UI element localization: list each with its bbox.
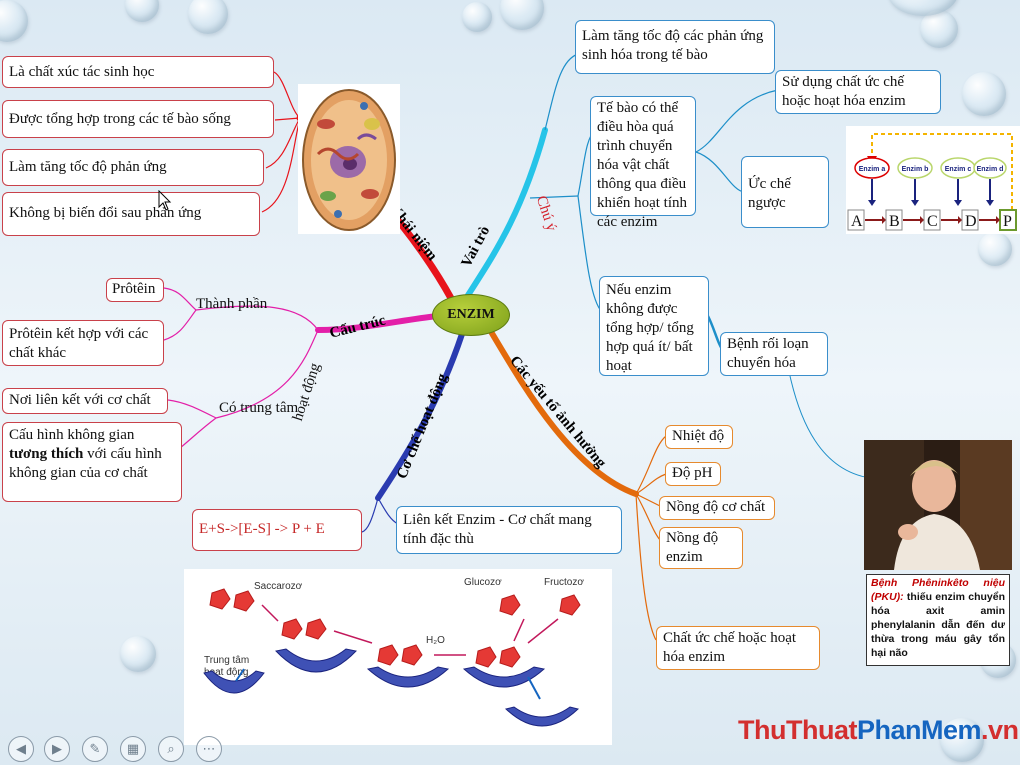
- cau-truc-noi-lien-ket: Nơi liên kết với cơ chất: [2, 388, 168, 414]
- chu-y-benh-cause: Nếu enzim không được tổng hợp/ tổng hợp …: [599, 276, 709, 376]
- feedback-enzyme-label: Enzim a: [859, 166, 886, 173]
- yeu-to-item: Nồng độ cơ chất: [659, 496, 775, 520]
- chu-y-dieu-hoa: Tế bào có thể điều hòa quá trình chuyển …: [590, 96, 696, 230]
- yeu-to-item: Chất ức chế hoặc hoạt hóa enzim: [656, 626, 820, 670]
- decor-bubble: [920, 10, 958, 48]
- watermark-logo: ThuThuatPhanMem.vn: [738, 715, 1019, 745]
- feedback-enzyme-label: Enzim d: [977, 166, 1004, 173]
- feedback-enzyme-label: Enzim b: [902, 166, 929, 173]
- reaction-label: H₂O: [426, 635, 445, 646]
- chu-y-uc-che-nguoc: Ức chế ngược: [741, 156, 829, 228]
- branch-co-che: [375, 331, 465, 501]
- reaction-label: Glucozơ: [464, 577, 502, 588]
- khai-niem-item: Được tổng hợp trong các tế bào sống: [2, 100, 274, 138]
- cau-truc-thanh-phan: Thành phần: [196, 296, 268, 312]
- feedback-enzyme-label: Enzim c: [945, 166, 972, 173]
- branch-yeu-to: [487, 327, 639, 497]
- feedback-substrate-label: P: [1003, 213, 1012, 230]
- decor-bubble: [978, 232, 1012, 266]
- co-che-equation: E+S->[E-S] -> P + E: [192, 509, 362, 551]
- mouse-cursor-icon: [158, 190, 172, 211]
- decor-bubble: [188, 0, 228, 34]
- decor-bubble: [462, 2, 492, 32]
- center-node: ENZIM: [432, 294, 510, 336]
- cau-truc-trung-tam: Có trung tâm: [219, 400, 299, 416]
- feedback-substrate-label: D: [965, 213, 977, 230]
- animal-cell-illustration: [298, 84, 400, 234]
- previous-slide-icon[interactable]: ◀: [8, 736, 34, 762]
- next-slide-icon[interactable]: ▶: [44, 736, 70, 762]
- branch-cau-truc: [315, 313, 441, 333]
- decor-bubble: [962, 72, 1006, 116]
- feedback-substrate-label: B: [889, 213, 900, 230]
- enzyme-reaction-diagram: Saccarozơ Glucozơ Fructozơ H₂O Trung tâm…: [184, 569, 612, 745]
- khai-niem-item: Làm tăng tốc độ phản ứng: [2, 149, 264, 186]
- decor-bubble: [125, 0, 159, 22]
- reaction-label: Saccarozơ: [254, 581, 303, 592]
- cau-truc-protein: Prôtêin: [106, 278, 164, 302]
- chu-y-uc-che-chat: Sử dụng chất ức chế hoặc hoạt hóa enzim: [775, 70, 941, 114]
- reaction-label: Trung tâm: [204, 655, 249, 666]
- yeu-to-item: Độ pH: [665, 462, 721, 486]
- feedback-substrate-label: A: [851, 213, 863, 230]
- decor-bubble: [120, 636, 156, 672]
- vai-tro-item: Làm tăng tốc độ các phản ứng sinh hóa tr…: [575, 20, 775, 74]
- decor-bubble: [940, 718, 984, 762]
- co-che-lien-ket: Liên kết Enzim - Cơ chất mang tính đặc t…: [396, 506, 622, 554]
- pku-patient-photo: [864, 440, 1012, 570]
- zoom-icon[interactable]: ⌕: [158, 736, 184, 762]
- slide-grid-icon[interactable]: ▦: [120, 736, 146, 762]
- khai-niem-item: Không bị biến đổi sau phản ứng: [2, 192, 260, 236]
- chu-y-benh: Bệnh rối loạn chuyển hóa: [720, 332, 828, 376]
- yeu-to-item: Nồng độ enzim: [659, 527, 743, 569]
- pku-caption: Bệnh Phêninkêto niệu (PKU): thiếu enzim …: [866, 574, 1010, 666]
- feedback-substrate-label: C: [927, 213, 938, 230]
- reaction-label: Fructozơ: [544, 577, 584, 588]
- pen-tool-icon[interactable]: ✎: [82, 736, 108, 762]
- branch-vai-tro: [462, 127, 548, 303]
- khai-niem-item: Là chất xúc tác sinh học: [2, 56, 274, 88]
- decor-bubble: [888, 0, 958, 16]
- feedback-inhibition-diagram: Enzim a Enzim b Enzim c Enzim d A B C D …: [846, 126, 1020, 234]
- yeu-to-item: Nhiệt độ: [665, 425, 733, 449]
- cau-truc-cau-hinh: Cấu hình không gian tương thích với cấu …: [2, 422, 182, 502]
- cau-truc-protein-ket-hop: Prôtêin kết hợp với các chất khác: [2, 320, 164, 366]
- more-options-icon[interactable]: ⋯: [196, 736, 222, 762]
- reaction-label: hoạt động: [204, 667, 249, 678]
